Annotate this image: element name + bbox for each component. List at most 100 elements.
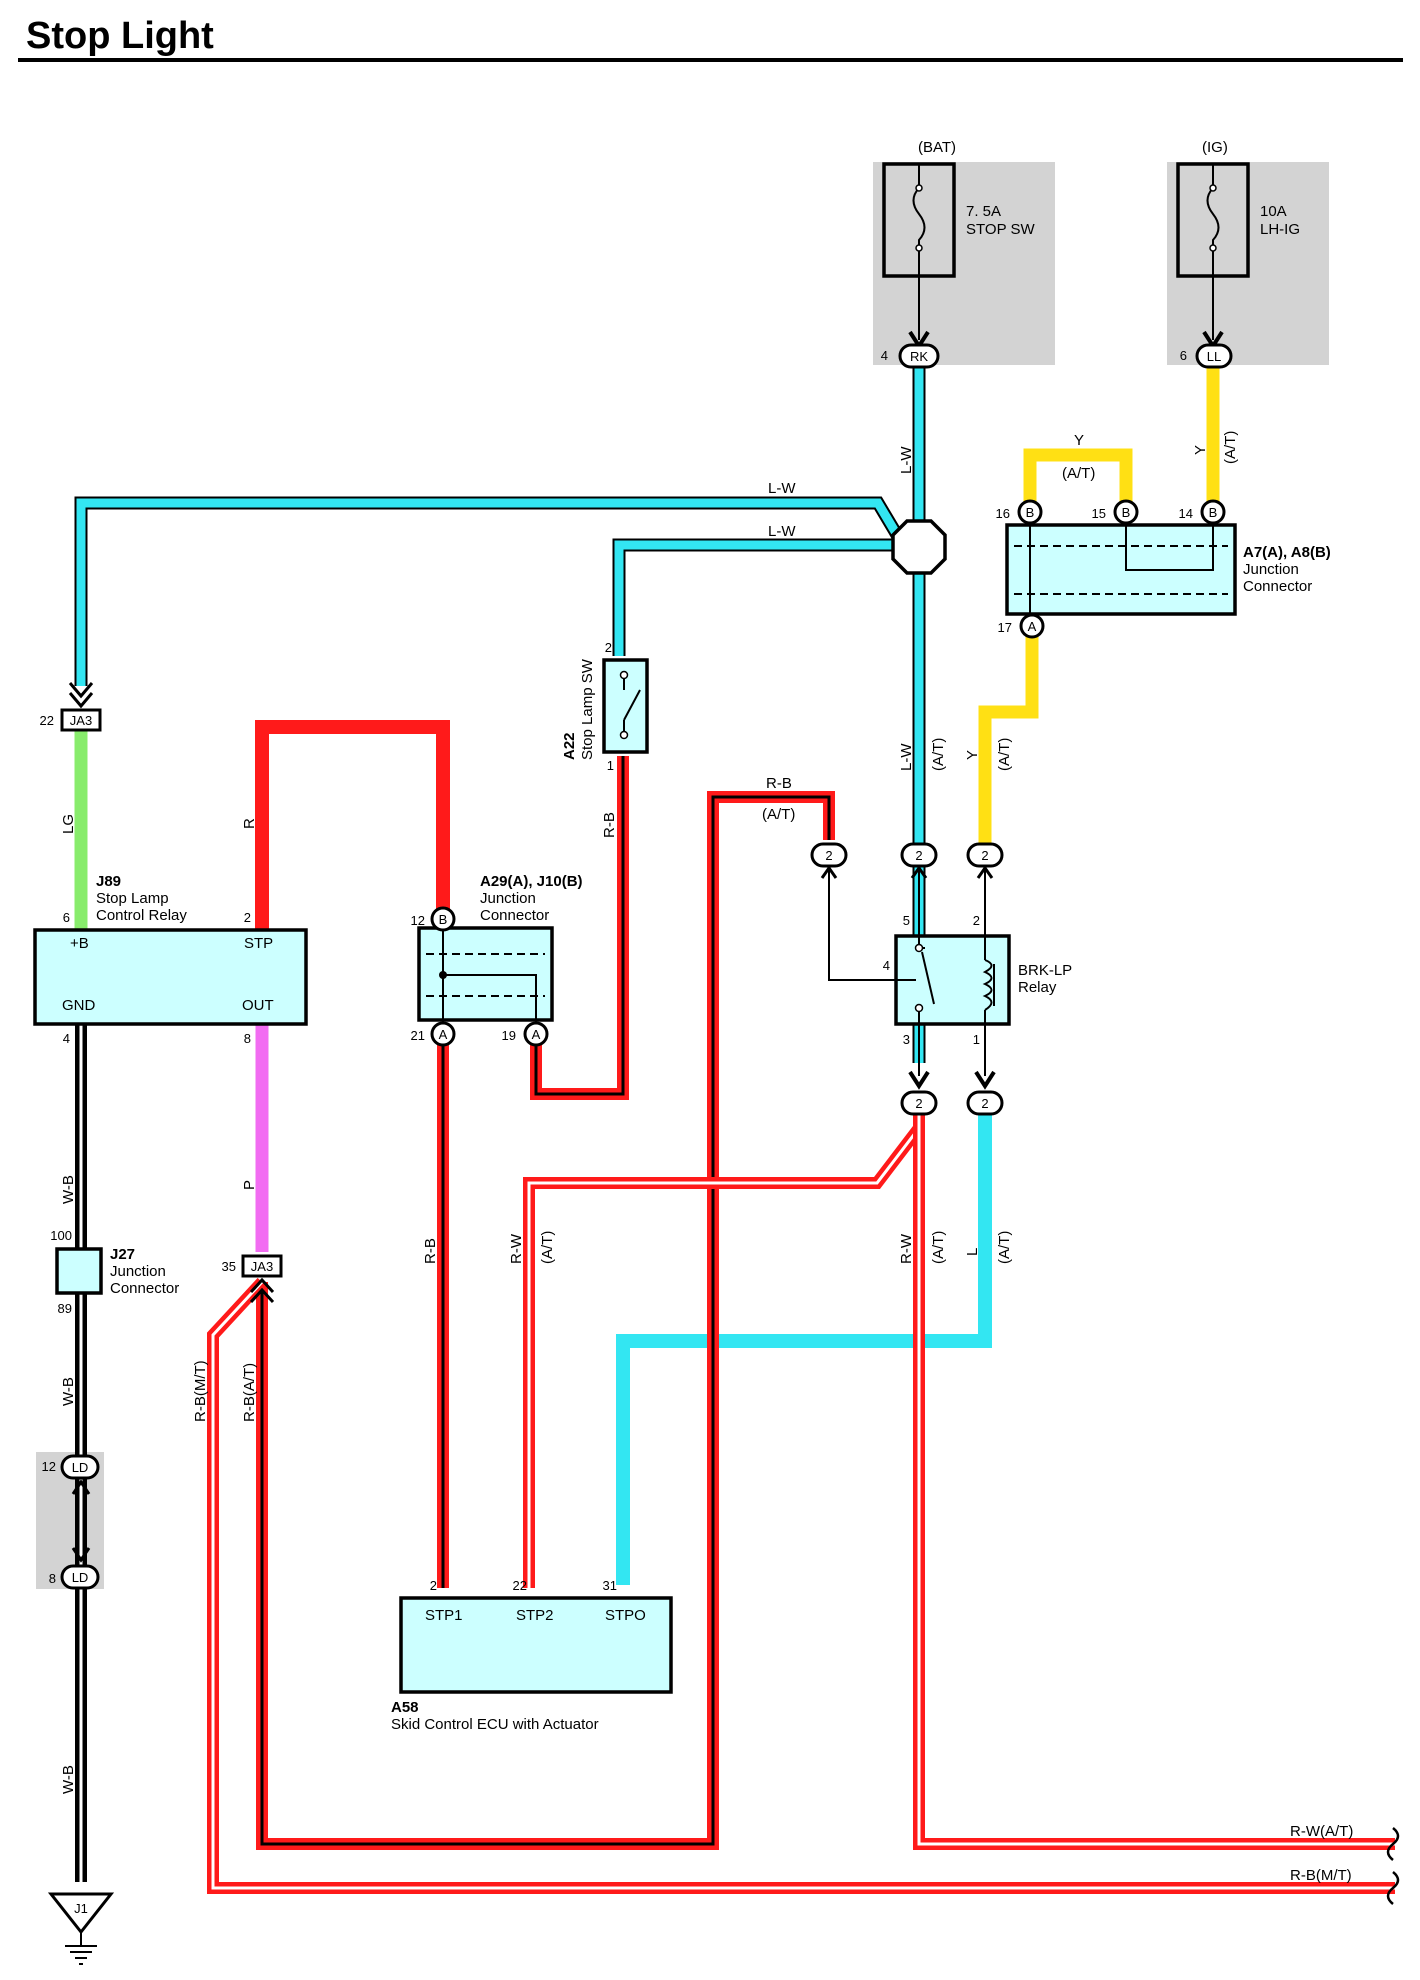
svg-text:LL: LL (1207, 349, 1221, 364)
svg-text:JA3: JA3 (251, 1259, 273, 1274)
wire-label: R-B (601, 812, 618, 838)
svg-text:2: 2 (825, 848, 832, 863)
fuse-lhig-name: LH-IG (1260, 221, 1300, 238)
title-underline (18, 58, 1403, 62)
svg-text:3: 3 (903, 1032, 910, 1047)
svg-text:6: 6 (63, 910, 70, 925)
a29-id: A29(A), J10(B) (480, 873, 583, 890)
relay-coil-icon (982, 959, 993, 1011)
svg-text:19: 19 (502, 1028, 516, 1043)
a7-id: A7(A), A8(B) (1243, 544, 1331, 561)
svg-text:2: 2 (915, 848, 922, 863)
wire-label: Y (1074, 432, 1084, 449)
wire-label: W-B (60, 1765, 77, 1794)
wire-label: L-W (768, 523, 796, 540)
svg-text:6: 6 (1180, 348, 1187, 363)
svg-text:8: 8 (244, 1031, 251, 1046)
connector-ld: 12 LD 8 LD (42, 1454, 100, 1590)
svg-text:Stop Lamp SW: Stop Lamp SW (579, 658, 596, 760)
wire-label: R-W (898, 1233, 915, 1264)
wire-label: (A/T) (762, 806, 795, 823)
svg-text:2: 2 (981, 1096, 988, 1111)
fuse-icon (1206, 164, 1220, 276)
wire-label: W-B (60, 1377, 77, 1406)
wire-label: R-B(M/T) (192, 1360, 209, 1422)
svg-text:1: 1 (973, 1032, 980, 1047)
relay-connector-a: 2 (810, 842, 848, 879)
svg-text:OUT: OUT (242, 997, 274, 1014)
connector-rk: 4 RK (881, 343, 940, 369)
wire-label: R-B(A/T) (241, 1363, 258, 1422)
svg-text:J1: J1 (74, 1901, 88, 1916)
wire-label: (A/T) (1062, 465, 1095, 482)
wire-labels: L-W L-W L-W L-W (A/T) Y (A/T) Y (A/T) Y … (60, 431, 1353, 1884)
svg-text:89: 89 (58, 1301, 72, 1316)
svg-text:GND: GND (62, 997, 96, 1014)
wire-label: (A/T) (996, 738, 1013, 771)
svg-text:14: 14 (1179, 506, 1193, 521)
svg-text:2: 2 (430, 1578, 437, 1593)
svg-text:B: B (1122, 505, 1131, 520)
svg-text:LD: LD (72, 1570, 89, 1585)
j89-id: J89 (96, 873, 121, 890)
ground-j1: J1 (47, 1892, 115, 1965)
a58-skid-control-ecu: STP1 STP2 STPO 2 22 31 A58 Skid Control … (391, 1578, 673, 1733)
svg-text:A: A (532, 1027, 541, 1042)
wire-label: (A/T) (930, 1231, 947, 1264)
relay-connector-e: 2 (966, 1070, 1004, 1116)
svg-text:2: 2 (981, 848, 988, 863)
connector-ja3-top: JA3 22 (40, 682, 102, 732)
wire-label: L (964, 1248, 981, 1256)
svg-text:STPO: STPO (605, 1607, 646, 1624)
a7-junction-connector: A7(A), A8(B) Junction Connector (1005, 523, 1331, 625)
wire-label: Y (1192, 445, 1209, 455)
svg-text:5: 5 (903, 913, 910, 928)
svg-text:12: 12 (411, 913, 425, 928)
svg-text:Junction: Junction (1243, 561, 1299, 578)
svg-text:Junction: Junction (480, 890, 536, 907)
wire-label: P (241, 1180, 258, 1190)
svg-text:A: A (1028, 619, 1037, 634)
a29-pin-12: 12 B (411, 906, 456, 932)
svg-text:Control Relay: Control Relay (96, 907, 187, 924)
wire-label: L-W (898, 743, 915, 771)
svg-text:4: 4 (63, 1031, 70, 1046)
relay-connector-c: 2 (966, 842, 1004, 879)
svg-text:15: 15 (1092, 506, 1106, 521)
relay-connector-b: 2 (900, 842, 938, 879)
wire-label: (A/T) (996, 1231, 1013, 1264)
svg-text:22: 22 (40, 713, 54, 728)
svg-text:2: 2 (915, 1096, 922, 1111)
svg-text:16: 16 (996, 506, 1010, 521)
switch-icon (623, 679, 641, 731)
page-title: Stop Light (26, 15, 214, 57)
fuse-icon (912, 164, 926, 276)
splice-point (891, 519, 947, 575)
wire-label: R-B(M/T) (1290, 1867, 1352, 1884)
a7-pin-16: 16 B (996, 499, 1043, 525)
svg-text:22: 22 (513, 1578, 527, 1593)
svg-text:2: 2 (244, 910, 251, 925)
a29-pin-19: 19 A (502, 1021, 549, 1047)
svg-text:Connector: Connector (480, 907, 549, 924)
a29-pin-21: 21 A (411, 1021, 456, 1047)
svg-text:JA3: JA3 (70, 713, 92, 728)
relay-contact-icon (921, 951, 935, 1005)
fuse-stop-sw: (BAT) 7. 5A STOP SW (873, 139, 1055, 365)
svg-text:BRK-LP: BRK-LP (1018, 962, 1072, 979)
relay-connector-d: 2 (900, 1070, 938, 1116)
svg-text:A: A (439, 1027, 448, 1042)
wire-label: L-W (898, 446, 915, 474)
a7-pin-15: 15 B (1092, 499, 1139, 525)
fuse-lhig-source: (IG) (1202, 139, 1228, 156)
svg-text:Junction: Junction (110, 1263, 166, 1280)
svg-text:LD: LD (72, 1460, 89, 1475)
svg-text:35: 35 (222, 1259, 236, 1274)
svg-text:Relay: Relay (1018, 979, 1057, 996)
svg-text:17: 17 (998, 620, 1012, 635)
svg-text:8: 8 (49, 1571, 56, 1586)
svg-text:RK: RK (910, 349, 928, 364)
svg-text:STP2: STP2 (516, 1607, 554, 1624)
wire-label: R-B (766, 775, 792, 792)
